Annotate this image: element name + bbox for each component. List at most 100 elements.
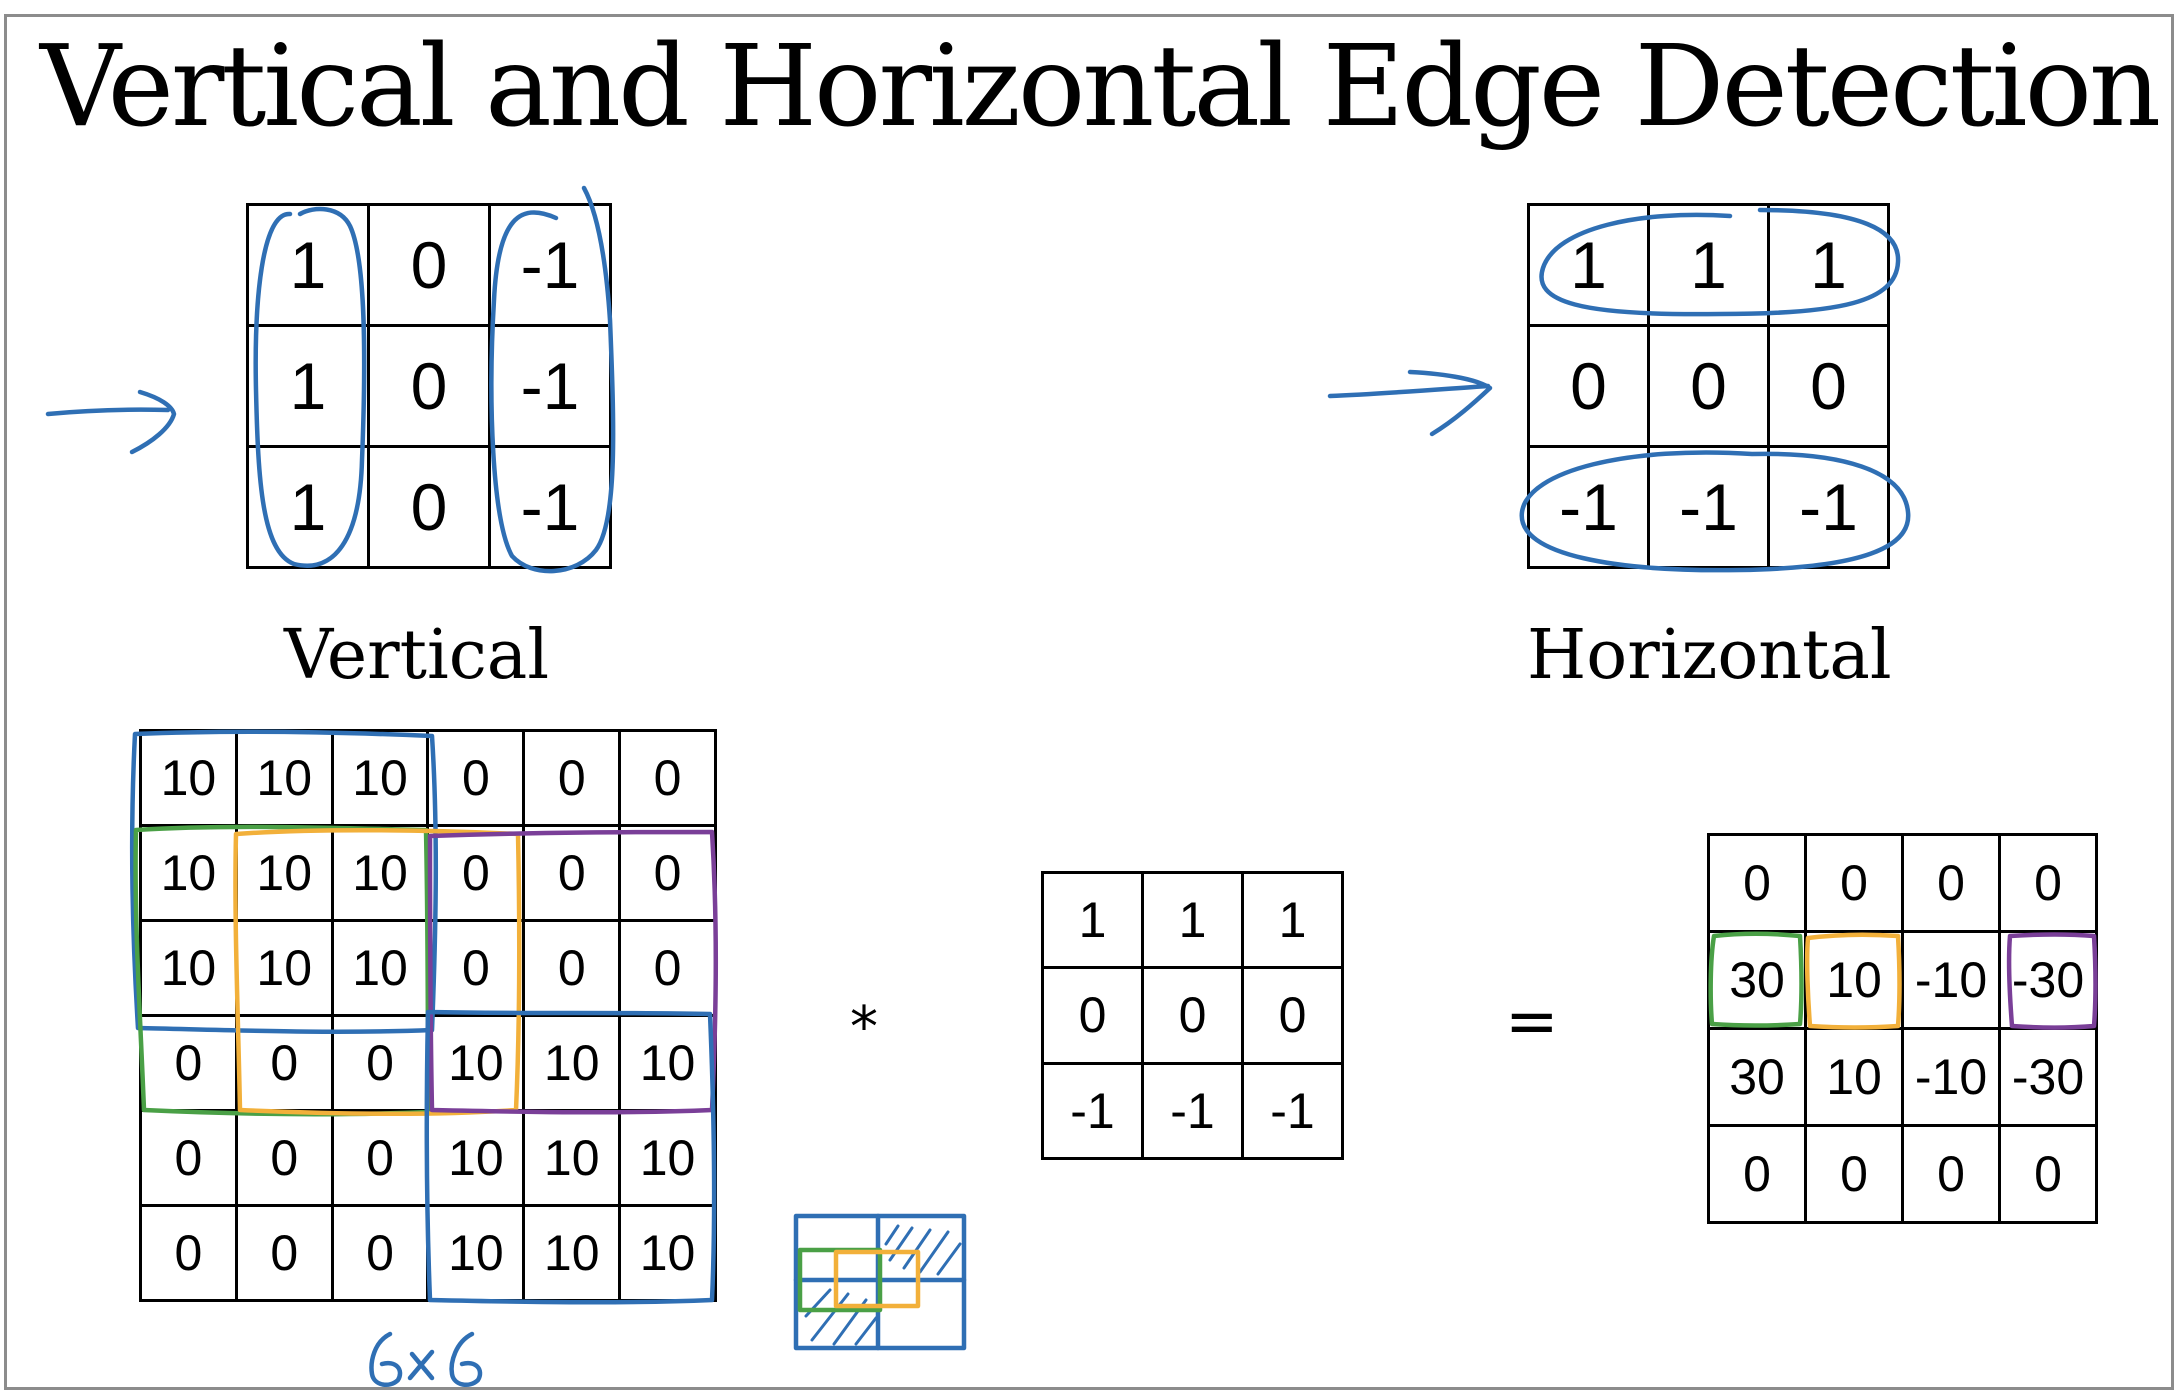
- matrix-cell: 0: [426, 729, 526, 827]
- matrix-cell: 30: [1707, 1027, 1807, 1127]
- matrix-cell: 0: [522, 824, 622, 922]
- matrix-cell: 0: [1901, 833, 2001, 933]
- matrix-cell: 0: [139, 1014, 238, 1112]
- matrix-cell: 10: [522, 1014, 622, 1112]
- matrix-cell: -1: [1141, 1061, 1244, 1161]
- matrix-cell: -1: [1647, 445, 1770, 569]
- matrix-cell: 10: [234, 919, 334, 1017]
- matrix-cell: 1: [1767, 203, 1890, 327]
- matrix-cell: 10: [234, 824, 334, 922]
- matrix-cell: -1: [1041, 1061, 1144, 1161]
- matrix-cell: 1: [1647, 203, 1770, 327]
- matrix-cell: 0: [1647, 324, 1770, 448]
- matrix-cell: 0: [367, 324, 491, 448]
- vertical-label: Vertical: [284, 616, 550, 695]
- matrix-cell: 0: [522, 729, 622, 827]
- matrix-cell: 0: [1901, 1124, 2001, 1224]
- matrix-cell: 0: [139, 1204, 238, 1302]
- matrix-cell: 1: [1141, 870, 1244, 970]
- matrix-cell: 10: [139, 919, 238, 1017]
- matrix-cell: 10: [618, 1204, 717, 1302]
- matrix-cell: 0: [1998, 833, 2098, 933]
- matrix-cell: 0: [426, 824, 526, 922]
- matrix-cell: 0: [367, 445, 491, 569]
- matrix-cell: 0: [330, 1204, 430, 1302]
- matrix-cell: 0: [1804, 833, 1904, 933]
- matrix-row: -1-1-1: [1527, 445, 1890, 569]
- matrix-cell: 10: [1804, 1027, 1904, 1127]
- matrix-cell: 10: [234, 729, 334, 827]
- matrix-cell: 10: [522, 1204, 622, 1302]
- matrix-cell: 10: [330, 729, 430, 827]
- matrix-cell: 0: [367, 203, 491, 327]
- matrix-cell: -1: [1527, 445, 1650, 569]
- matrix-cell: 0: [426, 919, 526, 1017]
- matrix-cell: -1: [488, 324, 612, 448]
- matrix-cell: 0: [1707, 833, 1807, 933]
- matrix-cell: 10: [139, 729, 238, 827]
- matrix-cell: 0: [1804, 1124, 1904, 1224]
- matrix-cell: 0: [1041, 966, 1144, 1065]
- matrix-cell: 10: [426, 1204, 526, 1302]
- matrix-cell: 0: [330, 1014, 430, 1112]
- matrix-cell: 1: [1527, 203, 1650, 327]
- matrix-cell: -1: [488, 203, 612, 327]
- matrix-cell: 0: [1707, 1124, 1807, 1224]
- matrix-cell: -1: [1241, 1061, 1344, 1161]
- matrix-cell: 10: [522, 1109, 622, 1207]
- matrix-cell: 0: [618, 729, 717, 827]
- matrix-cell: -30: [1998, 930, 2098, 1030]
- matrix-cell: 0: [1998, 1124, 2098, 1224]
- matrix-cell: 0: [1527, 324, 1650, 448]
- matrix-cell: -10: [1901, 1027, 2001, 1127]
- matrix-cell: 10: [618, 1109, 717, 1207]
- matrix-cell: -10: [1901, 930, 2001, 1030]
- matrix-cell: -1: [488, 445, 612, 569]
- matrix-cell: 0: [234, 1204, 334, 1302]
- matrix-cell: 1: [246, 324, 370, 448]
- matrix-cell: 0: [618, 824, 717, 922]
- matrix-cell: 0: [1141, 966, 1244, 1065]
- matrix-cell: 10: [330, 824, 430, 922]
- matrix-cell: 0: [330, 1109, 430, 1207]
- matrix-cell: 0: [1767, 324, 1890, 448]
- matrix-cell: 10: [426, 1014, 526, 1112]
- matrix-cell: 10: [1804, 930, 1904, 1030]
- matrix-cell: 0: [618, 919, 717, 1017]
- matrix-cell: 0: [139, 1109, 238, 1207]
- matrix-cell: 10: [618, 1014, 717, 1112]
- matrix-cell: -1: [1767, 445, 1890, 569]
- horizontal-label: Horizontal: [1527, 616, 1892, 695]
- matrix-cell: 10: [139, 824, 238, 922]
- matrix-cell: -30: [1998, 1027, 2098, 1127]
- matrix-cell: 0: [522, 919, 622, 1017]
- matrix-cell: 1: [246, 203, 370, 327]
- matrix-cell: 0: [1241, 966, 1344, 1065]
- matrix-cell: 30: [1707, 930, 1807, 1030]
- matrix-cell: 10: [330, 919, 430, 1017]
- matrix-cell: 10: [426, 1109, 526, 1207]
- matrix-cell: 0: [234, 1014, 334, 1112]
- matrix-row: -1-1-1: [1041, 1061, 1344, 1161]
- matrix-cell: 1: [246, 445, 370, 569]
